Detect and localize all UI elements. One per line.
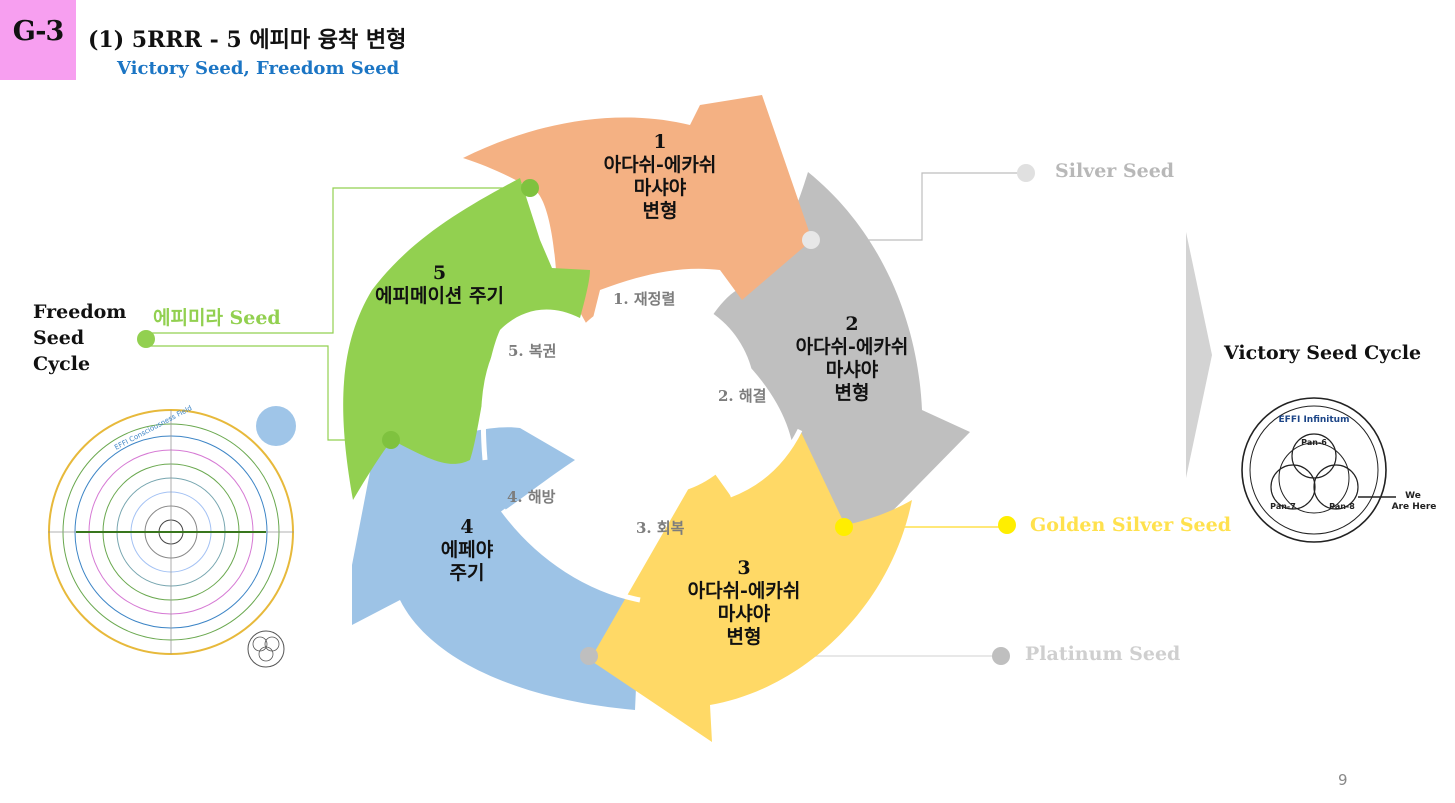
cycle-arrow-1 [463,95,812,330]
cycle-arrow-4 [352,420,640,710]
section-badge-label: G-3 [12,16,65,47]
step-4-label: 4. 해방 [507,488,556,506]
silver-dot [1017,164,1035,182]
golden-silver-seed-label: Golden Silver Seed [1030,514,1232,536]
epimira-dot-bottom [382,431,400,449]
section-badge: G-3 [0,0,76,80]
pan-6-label: Pan-6 [1301,438,1327,447]
cycle-arrow-5 [343,178,590,500]
pan-7-label: Pan-7 [1270,502,1296,511]
step-3-label: 3. 회복 [636,519,685,537]
victory-diagram-title: EFFI Infinitum [1279,415,1350,425]
segment-3-label: 3 아다쉬-에카쉬 마샤야 변형 [687,557,801,648]
page-number: 9 [1338,771,1348,789]
step-5-label: 5. 복권 [508,342,557,360]
epimira-connector-top [146,187,530,334]
cycle-arrow-2 [693,172,970,542]
freedom-seed-cycle-label: Freedom Seed Cycle [33,301,127,375]
golden-dot-inner [835,518,853,536]
silver-dot-inner [802,231,820,249]
segment-5-label: 5 에피메이션 주기 [375,262,504,307]
segment-2-label: 2 아다쉬-에카쉬 마샤야 변형 [795,313,909,404]
platinum-seed-label: Platinum Seed [1025,643,1181,665]
step-2-label: 2. 해결 [718,387,767,405]
page-title: (1) 5RRR - 5 에피마 융착 변형 [88,27,407,53]
platinum-dot [992,647,1010,665]
epimira-dot-top [521,179,539,197]
consciousness-field-graphic: EFFI Consciousness Field [48,404,296,668]
epimira-seed-label: 에피미라 Seed [153,307,281,329]
pan-8-label: Pan-8 [1329,502,1355,511]
page-subtitle: Victory Seed, Freedom Seed [117,58,400,79]
are-here-label: Are Here [1392,502,1437,512]
platinum-dot-inner [580,647,598,665]
step-1-label: 1. 재정렬 [613,290,676,308]
we-label: We [1405,491,1421,501]
victory-chevron [1186,232,1212,478]
cycle-arrow-3 [590,430,912,742]
epimira-dot [137,330,155,348]
victory-seed-cycle-label: Victory Seed Cycle [1224,342,1422,364]
cycle-center [555,295,755,495]
silver-seed-label: Silver Seed [1055,160,1175,182]
segment-4-label: 4 에페야 주기 [440,516,494,584]
golden-dot [998,516,1016,534]
victory-infinitum-graphic: EFFI Infinitum Pan-6 Pan-7 Pan-8 We Are … [1241,397,1437,543]
segment-1-label: 1 아다쉬-에카쉬 마샤야 변형 [603,131,717,222]
